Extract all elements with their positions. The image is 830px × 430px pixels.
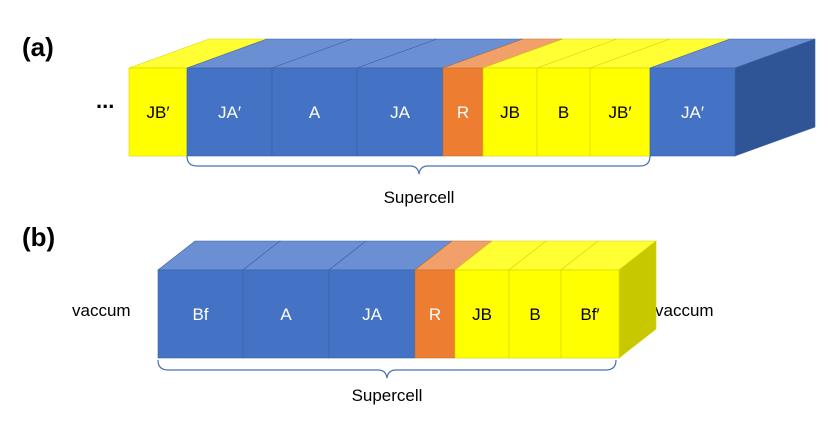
panel-b-left-text: vaccum: [72, 301, 131, 320]
panel_b-block-3-label: R: [429, 305, 441, 324]
panel_b-block-2-label: JA: [362, 305, 383, 324]
panel_a-block-7-label: JB′: [608, 103, 631, 122]
panel_b-block-4-label: JB: [472, 305, 492, 324]
panel_a-block-6: [536, 67, 591, 157]
panel_b-block-1: [242, 269, 330, 359]
panel_a-block-8: [649, 67, 736, 157]
panel_a-block-5: [482, 67, 538, 157]
panel-b-supercell-label: Supercell: [352, 386, 423, 405]
panel_a-block-0: [128, 67, 188, 157]
panel_b-block-5: [508, 269, 562, 359]
panel_b-block-4: [454, 269, 510, 359]
panel_a-block-1: [186, 67, 273, 157]
panel_a-block-1-label: JA′: [218, 103, 241, 122]
panel_a-block-4-label: R: [457, 103, 469, 122]
panel-b-label: (b): [22, 222, 55, 252]
panel_b-block-6-label: Bf′: [580, 305, 599, 324]
panel-a-supercell-label: Supercell: [384, 188, 455, 207]
panel-b-blocks: Bf A JA R JB B Bf′: [157, 240, 657, 359]
panel-a-label: (a): [22, 32, 54, 62]
panel_a-block-5-label: JB: [500, 103, 520, 122]
panel_a-block-0-label: JB′: [146, 103, 169, 122]
panel_b-block-5-label: B: [529, 305, 540, 324]
panel_a-block-2: [271, 67, 358, 157]
panel-a-blocks: JB′ JA′ A JA R JB B JB′ JA′: [128, 38, 816, 157]
panel_b-block-0-label: Bf: [192, 305, 208, 324]
panel_b-block-6: [560, 269, 620, 359]
panel-a-ellipsis-left: ...: [96, 88, 114, 113]
panel-b: (b) vaccum vaccum Bf A JA R JB B Bf′ Supercell: [22, 222, 714, 405]
panel_a-block-6-label: B: [558, 103, 569, 122]
panel-b-right-text: vaccum: [655, 301, 714, 320]
panel-a-supercell-brace: [186, 155, 651, 175]
panel_a-block-4: [442, 67, 484, 157]
panel_b-block-3: [414, 269, 456, 359]
panel_b-block-1-label: A: [280, 305, 292, 324]
panel_b-block-2: [328, 269, 416, 359]
panel_a-block-8-label: JA′: [681, 103, 704, 122]
panel_a-block-2-label: A: [309, 103, 321, 122]
panel_a-block-3-label: JA: [390, 103, 411, 122]
panel-b-supercell-brace: [157, 359, 617, 379]
